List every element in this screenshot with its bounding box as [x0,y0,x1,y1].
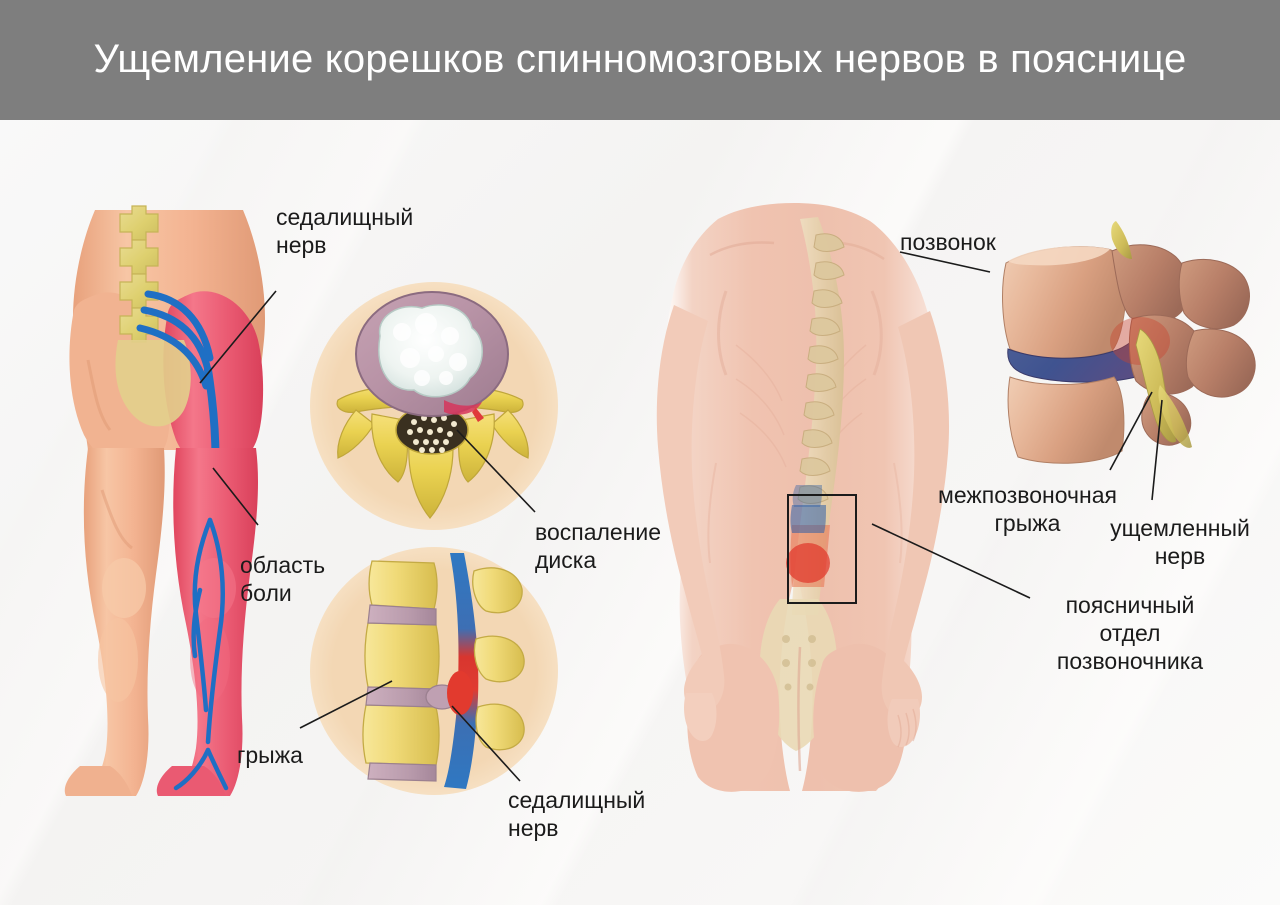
left-arm [656,305,725,713]
sacral-foramina [782,635,816,691]
nerve-root-blue-band [790,505,826,533]
left-knee [102,558,146,618]
back-figure [640,195,980,795]
page-title: Ущемление корешков спинномозговых нервов… [93,37,1187,82]
lower-vertebral-body [1007,376,1125,464]
title-bar: Ущемление корешков спинномозговых нервов… [0,0,1280,120]
spinous-processes [472,567,525,751]
label-pain-area: область боли [240,552,326,607]
right-hand-fingers [897,708,917,748]
label-pinched-nerve: ущемленный нерв [1110,515,1250,570]
label-disc-inflammation: воспаление диска [535,519,662,574]
transverse-process-3d [1178,259,1250,329]
left-facet [337,409,375,459]
right-leg-pain [173,448,258,796]
axial-disc-figure [310,282,558,530]
intervertebral-discs [365,604,437,782]
label-sciatic-nerve-bottom: седалищный нерв [508,787,646,842]
cauda-equina-fibres [407,415,457,453]
left-shoulder-line [709,241,775,257]
label-hernia: грыжа [237,742,303,768]
gluteal-cleft [797,646,802,772]
sciatic-branches [173,517,229,791]
nerve-compression-inflammation [447,671,473,715]
spinous-process-3d [1185,328,1256,398]
right-arm [881,311,950,719]
upper-endplate [1008,246,1110,266]
lumbar-vertebrae-group [119,205,159,343]
left-scapula [717,290,728,376]
legs-posterior-illustration [64,205,266,796]
left-flank [707,462,717,564]
pain-hotspot [786,543,830,583]
pedicle-superior [1111,244,1189,324]
nucleus-texture [393,313,467,386]
buttock-crease [86,359,112,431]
sacrum [115,340,191,427]
label-vertebra: позвонок [900,229,996,255]
left-foot [64,766,132,796]
nerve-branch-3d [1158,385,1192,448]
left-calf [98,618,138,702]
male-back-with-spine-overlay [656,203,950,792]
right-facet [491,409,529,459]
left-thigh-shading [100,489,133,550]
lumbar-callout-box [787,494,857,604]
legs-figure [40,190,300,800]
vertebral-bodies [362,560,440,766]
right-hand [887,699,920,747]
nerve-root-superior [1111,221,1132,259]
left-hand [684,693,717,741]
inflammation-marker [472,408,484,422]
right-scapula [870,290,883,376]
label-sciatic-nerve-top: седалищный нерв [276,204,414,259]
right-knee [192,558,236,618]
label-intervertebral-hernia: межпозвоночная грыжа [938,482,1117,537]
herniation-bulge [444,400,482,415]
label-lumbar-spine: поясничный отдел позвоночника [1056,592,1204,675]
axial-vertebra-cross-section [336,291,529,519]
